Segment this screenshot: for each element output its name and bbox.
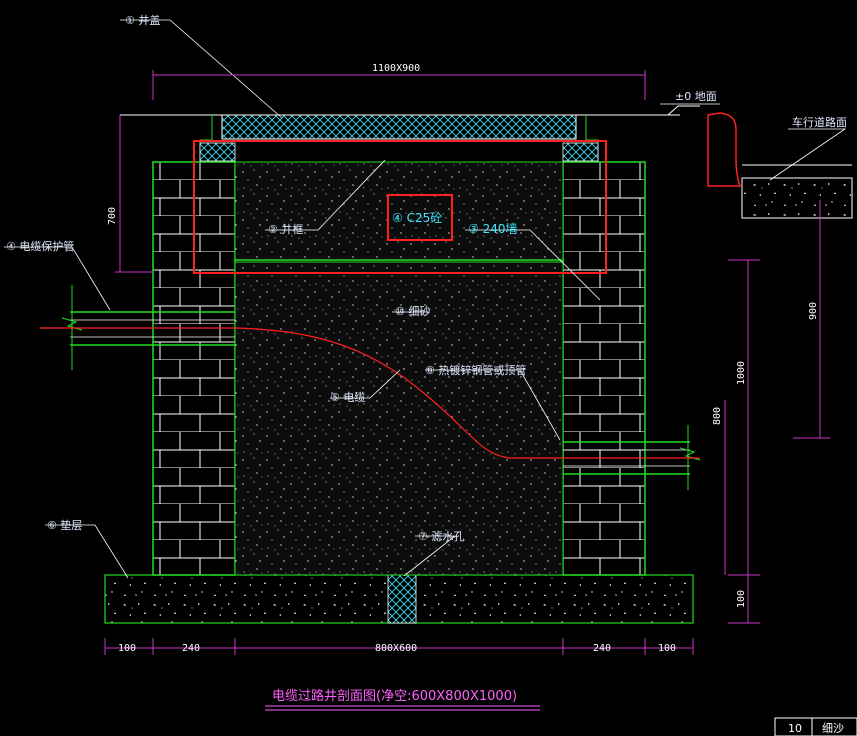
dim-right-c: 800 (712, 407, 723, 425)
dim-b4: 240 (593, 643, 611, 654)
road-curb (707, 112, 742, 187)
cable-line (40, 327, 700, 459)
dim-right-d: 100 (736, 590, 747, 608)
label-cover: ① 井盖 (125, 13, 160, 27)
table-cell-2: 细沙 (822, 722, 844, 735)
dim-b5: 100 (658, 643, 676, 654)
dim-right-a: 900 (808, 302, 819, 320)
drawing-title: 电缆过路井剖面图(净空:600X800X1000) (272, 688, 517, 704)
dim-right-b: 1000 (736, 361, 747, 385)
dim-b2: 240 (182, 643, 200, 654)
highlight-box-c25 (387, 194, 453, 241)
label-sand: ⑩ 细砂 (395, 305, 430, 318)
highlight-box-frame (193, 140, 607, 274)
label-steel-pipe: ⑧ 热镀锌钢管或顶管 (425, 363, 526, 377)
label-pad: ⑥ 垫层 (47, 518, 82, 532)
label-drain: ⑦ 滤水孔 (418, 530, 464, 543)
label-ground: ±0 地面 (675, 90, 717, 103)
road-surface (741, 177, 853, 219)
dim-b1: 100 (118, 643, 136, 654)
table-cell-1: 10 (788, 722, 802, 735)
label-cable: ⑤ 电缆 (330, 391, 365, 404)
dim-left-v: 700 (107, 207, 118, 225)
drain-hole (387, 574, 417, 624)
ground-mark (667, 105, 700, 116)
label-road: 车行道路面 (792, 115, 847, 129)
dim-top: 1100X900 (372, 63, 420, 74)
leaders (4, 19, 847, 579)
label-wall: ③ 240墙 (468, 222, 517, 236)
label-frame: ② 井框 (268, 222, 303, 236)
dim-b3: 800X600 (375, 643, 417, 654)
legend-table: 10 细沙 (774, 717, 857, 736)
well-cover (221, 114, 577, 140)
brick-wall-right (562, 161, 646, 576)
dimension-lines (104, 70, 830, 655)
label-concrete: ④ C25砼 (392, 211, 442, 225)
label-conduit: ④ 电缆保护管 (6, 239, 74, 253)
sand-fill (234, 261, 564, 576)
